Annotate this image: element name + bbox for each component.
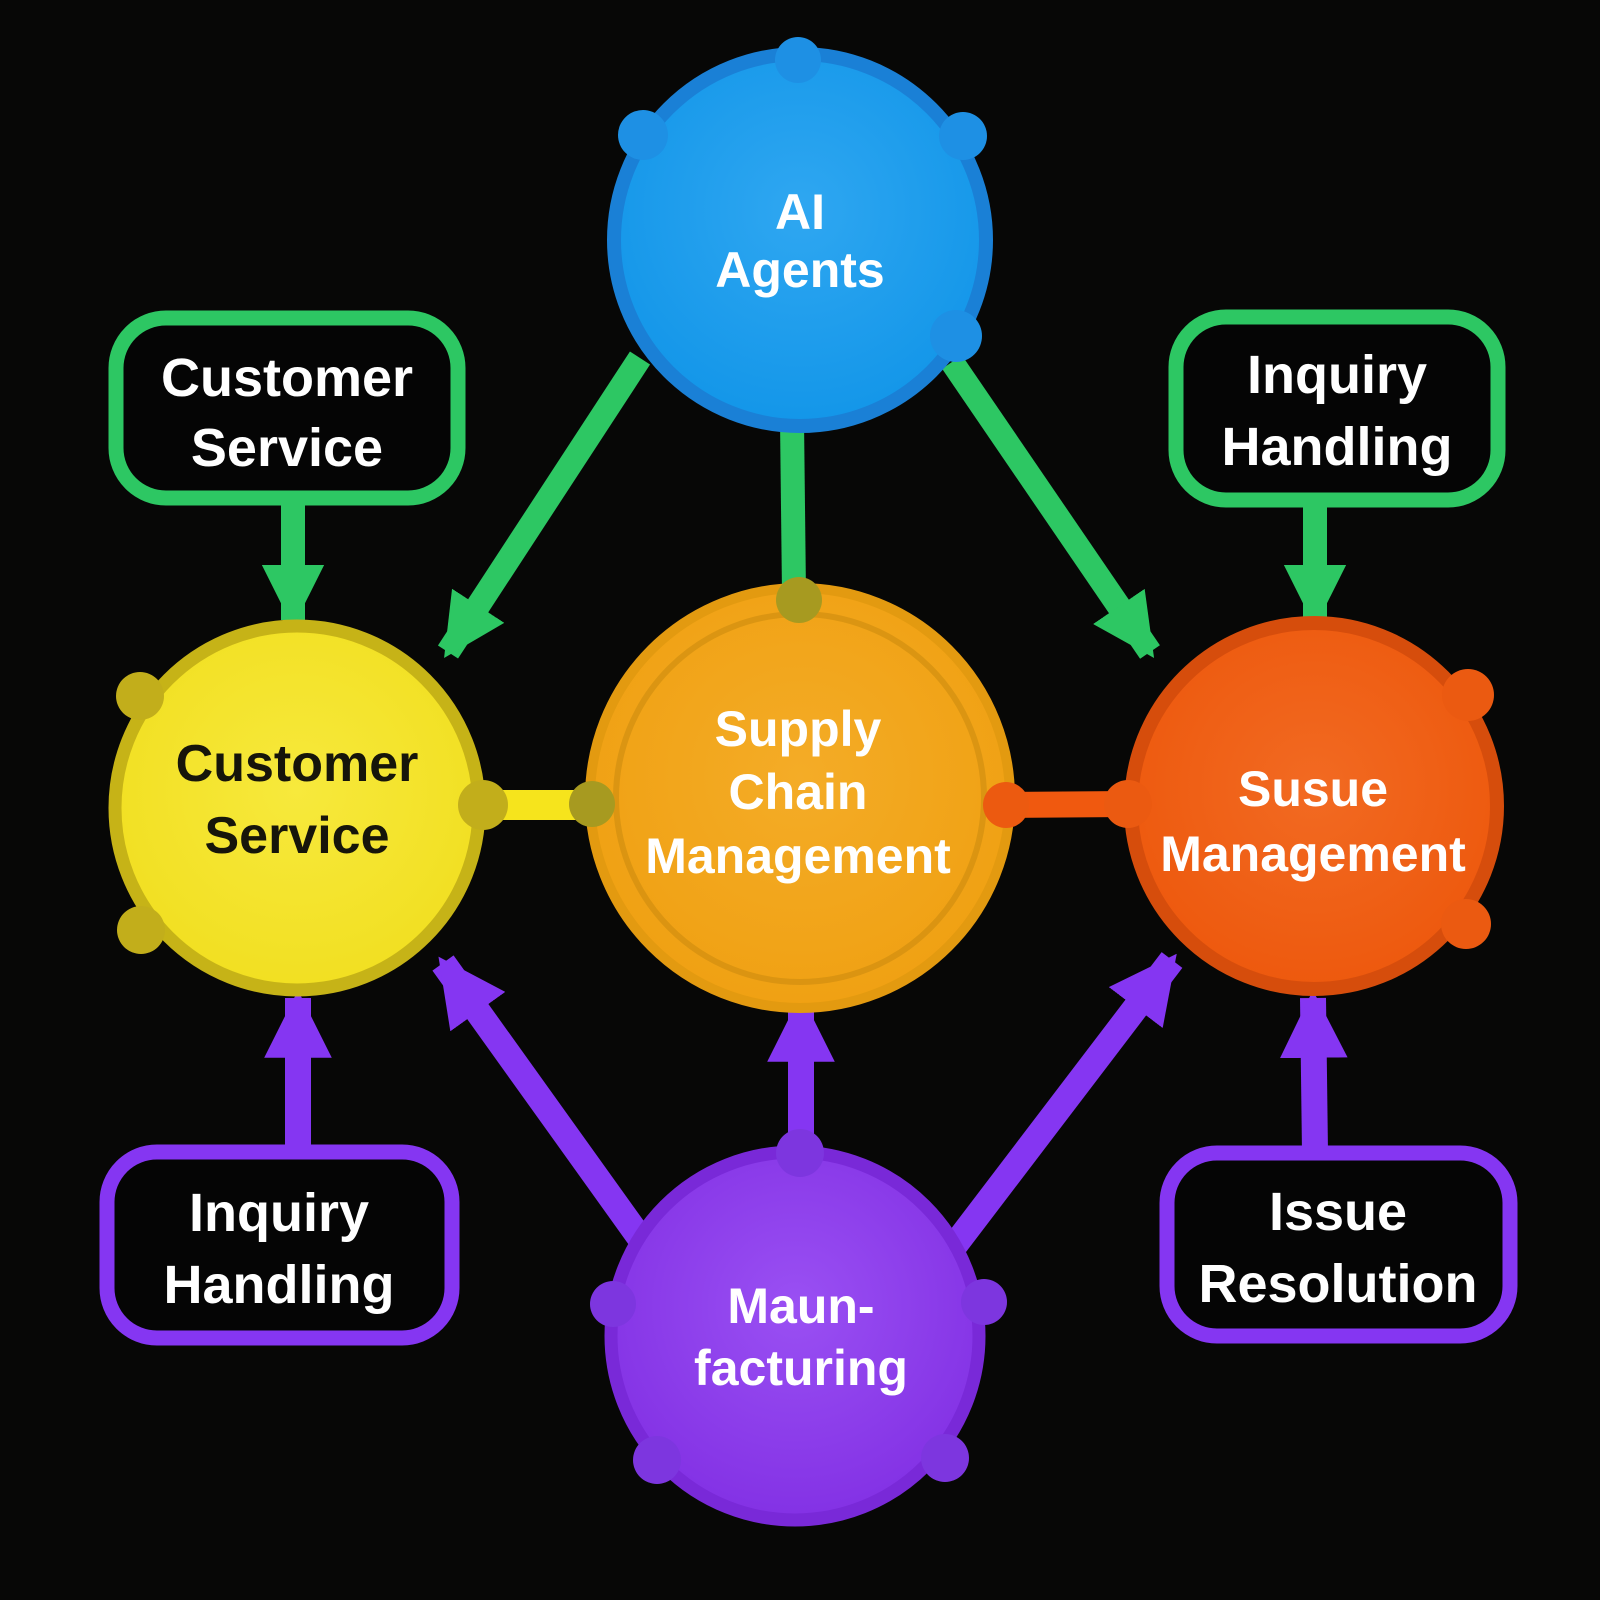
callout-customer-service-box — [108, 310, 466, 506]
edge-manufacturing-to-customer-service — [432, 955, 656, 1253]
node-manufacturing-label-line1: Maun- — [727, 1278, 874, 1334]
callout-inquiry-handling-top-line1: Inquiry — [1247, 345, 1427, 405]
node-ai-agents-label-line2: Agents — [715, 242, 884, 298]
callout-customer-service: Customer Service — [108, 310, 466, 506]
node-manufacturing-label-line2: facturing — [694, 1340, 908, 1396]
node-manufacturing: Maun- facturing — [604, 1145, 986, 1527]
callout-issue-resolution-line2: Resolution — [1199, 1254, 1478, 1314]
callout-inquiry-handling-top: Inquiry Handling — [1168, 309, 1506, 508]
manufacturing-port-dot — [776, 1129, 824, 1177]
ai-agents-port-dot — [939, 112, 987, 160]
edge-ai-agents-to-issue-management — [942, 355, 1160, 659]
callout-issue-resolution: Issue Resolution — [1159, 1145, 1518, 1344]
node-issue-management: Susue Management — [1124, 616, 1504, 996]
callout-inquiry-handling-bottom-line2: Handling — [164, 1255, 395, 1315]
supply-chain-port-dot — [569, 781, 615, 827]
customer-service-port-dot — [116, 672, 164, 720]
node-ai-agents-circle — [607, 47, 993, 433]
manufacturing-port-dot — [961, 1279, 1007, 1325]
callout-inquiry-handling-bottom-line1: Inquiry — [189, 1183, 369, 1243]
callout-inquiry-handling-bottom: Inquiry Handling — [99, 1144, 460, 1346]
node-issue-management-label-line2: Management — [1160, 826, 1466, 882]
callout-customer-service-line1: Customer — [161, 348, 413, 408]
manufacturing-port-dot — [633, 1436, 681, 1484]
callout-inquiry-handling-bottom-box — [99, 1144, 460, 1346]
node-ai-agents-label-line1: AI — [775, 184, 825, 240]
ai-agents-port-dot — [775, 37, 821, 83]
manufacturing-port-dot — [590, 1281, 636, 1327]
edge-manufacturing-to-issue-management — [944, 952, 1183, 1253]
supply-chain-port-dot — [776, 577, 822, 623]
customer-service-port-dot — [117, 906, 165, 954]
ai-agents-port-dot — [618, 110, 668, 160]
issue-management-port-dot — [1104, 780, 1152, 828]
callout-customer-service-line2: Service — [191, 418, 383, 478]
callout-inquiry-handling-top-box — [1168, 309, 1506, 508]
node-customer-service: Customer Service — [108, 619, 486, 997]
callout-issue-resolution-box — [1159, 1145, 1518, 1344]
node-supply-chain-label-line1: Supply — [715, 701, 882, 757]
customer-service-port-dot — [458, 780, 508, 830]
issue-management-port-dot — [1441, 899, 1491, 949]
issue-management-port-dot — [1442, 669, 1494, 721]
node-customer-service-label-line1: Customer — [176, 735, 419, 793]
ai-agents-port-dot — [930, 310, 982, 362]
node-supply-chain: Supply Chain Management — [585, 583, 1015, 1013]
node-customer-service-label-line2: Service — [204, 807, 389, 865]
supply-chain-port-dot — [983, 782, 1029, 828]
node-ai-agents: AI Agents — [607, 47, 993, 433]
node-port-dots — [116, 37, 1494, 1484]
callout-issue-resolution-line1: Issue — [1269, 1182, 1407, 1242]
node-issue-management-label-line1: Susue — [1238, 761, 1388, 817]
edge-ai-agents-to-customer-service — [437, 351, 651, 659]
edge-issue-resolution-callout-to-issue-management — [1279, 990, 1348, 1154]
edge-ai-agents-to-supply-chain — [780, 419, 806, 595]
node-supply-chain-label-line2: Chain — [729, 764, 868, 820]
node-supply-chain-label-line3: Management — [645, 828, 951, 884]
manufacturing-port-dot — [921, 1434, 969, 1482]
callout-inquiry-handling-top-line2: Handling — [1222, 417, 1453, 477]
